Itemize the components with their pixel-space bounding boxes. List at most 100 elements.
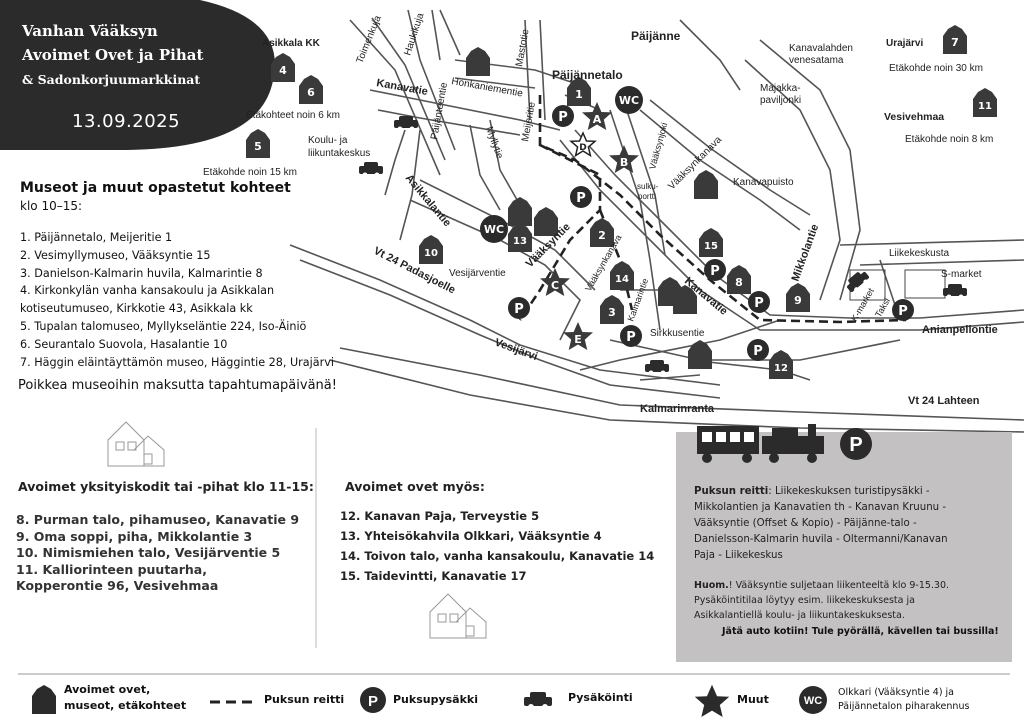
- bus-route-text-5: Paja - Liikekeskus: [694, 550, 783, 561]
- bus-stop-p-2[interactable]: P: [570, 186, 592, 208]
- title-line-2: Avoimet Ovet ja Pihat: [22, 46, 204, 64]
- label-kanavalahti2: venesatama: [789, 55, 844, 66]
- marker-house-9[interactable]: 9: [786, 283, 810, 312]
- wc-2[interactable]: WC: [480, 215, 508, 243]
- label-majakka: Majakka-: [760, 83, 801, 94]
- star-E[interactable]: E: [563, 322, 593, 350]
- marker-8-label: 8: [735, 276, 743, 289]
- legend-icons: P WC: [32, 684, 827, 717]
- bus-note-text-3: Asikkalantiellä koulu- ja liikuntakeskuk…: [694, 610, 905, 621]
- street-vt24-padasjoelle: Vt 24 Padasjoelle: [372, 245, 458, 297]
- bus-route-text-4: Danielsson-Kalmarin huvila - Oltermanni/…: [694, 534, 948, 545]
- bus-stop-p-6[interactable]: P: [748, 291, 770, 313]
- marker-house-12[interactable]: 12: [769, 350, 793, 379]
- marker-house-5[interactable]: 5: [246, 129, 270, 158]
- bus-note: Huom.! Vääksyntie suljetaan liikenteeltä…: [694, 578, 1004, 623]
- label-distance-30km: Etäkohde noin 30 km: [889, 63, 983, 74]
- list-item: 3. Danielson-Kalmarin huvila, Kalmarinti…: [20, 266, 263, 280]
- street-mastotie: Mastotie: [514, 28, 531, 68]
- bus-info-box: [676, 432, 1012, 662]
- marker-house-4[interactable]: 4: [271, 53, 295, 82]
- list-item: 13. Yhteisökahvila Olkkari, Vääksyntie 4: [340, 529, 602, 543]
- star-D[interactable]: D: [569, 131, 597, 158]
- label-vesivehmaa: Vesivehmaa: [884, 111, 944, 123]
- marker-house-6[interactable]: 6: [299, 75, 323, 104]
- legend-route-label: Puksun reitti: [264, 693, 345, 706]
- star-C-label: C: [551, 279, 559, 292]
- marker-house-3[interactable]: 3: [600, 295, 624, 324]
- title-line-1: Vanhan Vääksyn: [22, 22, 158, 40]
- bus-stop-p-7[interactable]: P: [747, 339, 769, 361]
- street-kanavatie: Kanavatie: [375, 77, 428, 98]
- street-toimenkuja: Toimenkuja: [355, 14, 384, 65]
- bus-route-text-1: : Liikekeskuksen turistipysäkki -: [768, 486, 930, 497]
- wc-1[interactable]: WC: [615, 86, 643, 114]
- street-vt24-lahteen: Vt 24 Lahteen: [908, 395, 980, 407]
- marker-house-14[interactable]: 14: [610, 261, 634, 290]
- marker-house-1[interactable]: 1: [567, 77, 591, 106]
- marker-house-7[interactable]: 7: [943, 25, 967, 54]
- marker-house-13[interactable]: 13: [508, 223, 532, 252]
- street-anianpellontie: Anianpellontie: [922, 324, 998, 336]
- marker-house-15[interactable]: 15: [699, 228, 723, 257]
- legend-house-label-1: Avoimet ovet,: [64, 683, 151, 696]
- marker-house-8[interactable]: 8: [727, 265, 751, 294]
- label-paijannetalo: Päijännetalo: [552, 68, 623, 82]
- legend-wc-text-1: Olkkari (Vääksyntie 4) ja: [838, 687, 955, 698]
- list-item: 4. Kirkonkylän vanha kansakoulu ja Asikk…: [20, 284, 275, 298]
- label-sulkuportti2: portti: [638, 192, 656, 201]
- label-urajarvi: Urajärvi: [886, 38, 923, 49]
- star-C[interactable]: C: [540, 268, 570, 296]
- legend-parking-label: Pysäköinti: [568, 691, 633, 704]
- star-D-label: D: [579, 143, 586, 153]
- car-icon: [645, 360, 669, 376]
- legend-wc-icon: WC: [799, 686, 827, 714]
- label-majakka2: paviljonki: [760, 95, 801, 106]
- label-liikekeskusta: Liikekeskusta: [889, 248, 949, 259]
- bus-note-text-2: Pysäköintitilaa löytyy esim. liikekeskuk…: [694, 595, 915, 606]
- bus-note-label: Huom.: [694, 580, 729, 591]
- list-item: 5. Tupalan talomuseo, Myllykseläntie 224…: [20, 319, 307, 333]
- street-vaaksynjoki: Vääksynjoki: [647, 122, 669, 171]
- bus-stop-p-5[interactable]: P: [704, 259, 726, 281]
- car-icon: [359, 162, 383, 178]
- bus-box-p-label: P: [849, 434, 862, 456]
- marker-7-label: 7: [951, 36, 959, 49]
- marker-15-label: 15: [704, 241, 718, 252]
- marker-house-11[interactable]: 11: [973, 88, 997, 117]
- marker-2-label: 2: [598, 229, 606, 242]
- marker-house-extra-4: [694, 170, 718, 199]
- bus-stop-p-3[interactable]: P: [508, 297, 530, 319]
- list-item: 11. Kalliorinteen puutarha,: [16, 561, 207, 577]
- bus-stop-p-4[interactable]: P: [620, 325, 642, 347]
- list-item: 8. Purman talo, pihamuseo, Kanavatie 9: [16, 512, 300, 527]
- legend-wc-text-2: Päijännetalon piharakennus: [838, 701, 970, 712]
- bus-stop-p-8[interactable]: P: [892, 299, 914, 321]
- marker-house-2[interactable]: 2: [590, 218, 614, 247]
- marker-house-extra-3: [466, 47, 490, 76]
- p-label: P: [626, 330, 636, 345]
- marker-house-10[interactable]: 10: [419, 235, 443, 264]
- p-label: P: [514, 302, 524, 317]
- label-distance-6km: Etäkohteet noin 6 km: [246, 110, 340, 121]
- title-line-3: & Sadonkorjuumarkkinat: [22, 72, 201, 87]
- museums-note: Poikkea museoihin maksutta tapahtumapäiv…: [18, 378, 337, 393]
- marker-3-label: 3: [608, 306, 616, 319]
- star-A[interactable]: A: [582, 102, 612, 130]
- star-B[interactable]: B: [609, 145, 639, 173]
- marker-11-label: 11: [978, 101, 992, 112]
- bus-route-text-2: Mikkolantien ja Kanavatien th - Kanavan …: [694, 502, 947, 513]
- street-sirkkusentie: Sirkkusentie: [650, 328, 705, 339]
- legend-house-icon: [32, 685, 56, 714]
- street-myllytie: Myllytie: [483, 125, 505, 160]
- label-smarket: S-market: [941, 269, 982, 280]
- car-icon: [847, 272, 869, 293]
- star-B-label: B: [620, 156, 628, 169]
- bus-stop-p-1[interactable]: P: [552, 105, 574, 127]
- legend-car-icon: [524, 692, 552, 710]
- street-haukikuja: Haukikuja: [402, 11, 426, 57]
- marker-10-label: 10: [424, 248, 438, 259]
- house-sketch-2: [429, 593, 487, 639]
- street-mikkolantie: Mikkolantie: [790, 223, 822, 283]
